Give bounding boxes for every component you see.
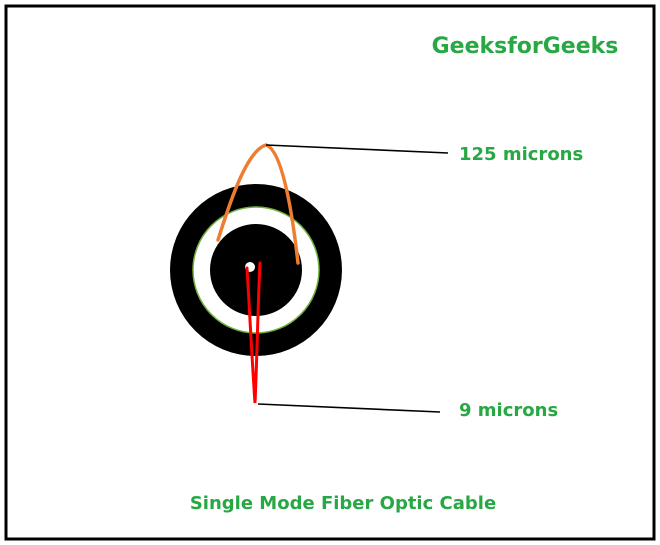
- brand-title: GeeksforGeeks: [432, 34, 619, 59]
- outer-label-leader-line: [265, 144, 449, 154]
- inner-core-area: [210, 224, 302, 316]
- core-diameter-label: 9 microns: [459, 400, 558, 421]
- page-border: [4, 4, 656, 541]
- core-diameter-indicator: [245, 261, 262, 404]
- fiber-cable-cross-section: [170, 184, 342, 356]
- diagram-caption: Single Mode Fiber Optic Cable: [190, 493, 496, 514]
- outer-diameter-label: 125 microns: [459, 144, 583, 165]
- core-label-leader-line: [257, 403, 441, 413]
